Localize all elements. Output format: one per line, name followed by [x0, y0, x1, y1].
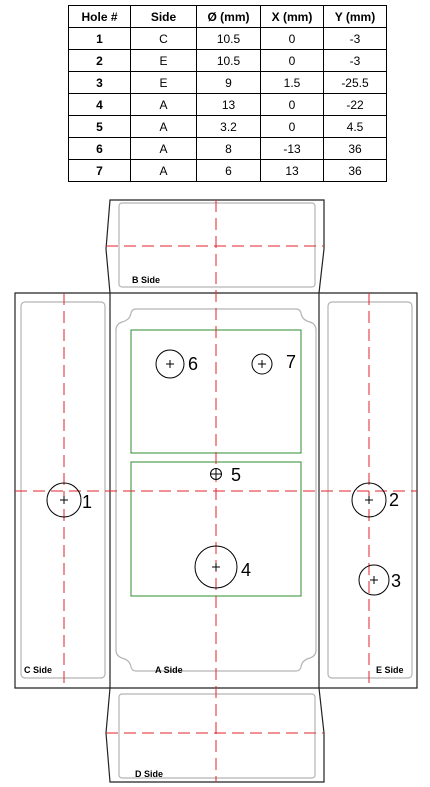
hole-5-circle [210, 468, 222, 480]
d-side-label: D Side [135, 769, 163, 779]
hole-3-circle [358, 564, 390, 596]
hole-4-circle [194, 545, 238, 589]
a-side-label: A Side [155, 665, 183, 675]
enclosure-outline [14, 199, 418, 783]
hole-7-circle [251, 353, 273, 375]
cell-diameter: 3.2 [196, 115, 261, 138]
hole-6-label: 6 [188, 354, 198, 374]
b-side-inner-outline [118, 202, 316, 288]
hole-1-circle [46, 482, 82, 518]
a-side-inner-outline [115, 308, 317, 672]
table-row: 6 A 8 -13 36 [68, 137, 387, 160]
table-header-row: Hole # Side Ø (mm) X (mm) Y (mm) [68, 5, 387, 28]
header-y: Y (mm) [323, 5, 387, 28]
hole-2-circle [351, 482, 387, 518]
hole-7-label: 7 [286, 352, 296, 372]
d-side-inner-outline [118, 693, 316, 779]
hole-2-label: 2 [389, 490, 399, 510]
hole-6-circle [155, 349, 185, 379]
e-side-label: E Side [376, 665, 404, 675]
hole-1: 1 [46, 482, 92, 518]
crosshair-icon [212, 563, 220, 571]
hole-5: 5 [210, 465, 241, 485]
hole-3-label: 3 [391, 571, 401, 591]
table-row: 5 A 3.2 0 4.5 [68, 115, 387, 138]
hole-2: 2 [351, 482, 399, 518]
hole-1-label: 1 [82, 492, 92, 512]
crosshair-icon [60, 496, 68, 504]
crosshair-icon [258, 360, 266, 368]
hole-4: 4 [194, 545, 251, 589]
hole-4-label: 4 [241, 560, 251, 580]
hole-6: 6 [155, 349, 198, 379]
table-row: 2 E 10.5 0 -3 [68, 49, 387, 72]
hole-table: Hole # Side Ø (mm) X (mm) Y (mm) 1 C 10.… [68, 5, 387, 182]
cell-y: 36 [323, 159, 387, 182]
c-side-label: C Side [24, 665, 52, 675]
b-side-label: B Side [132, 275, 160, 285]
table-row: 7 A 6 13 36 [68, 159, 387, 182]
crosshair-icon [365, 496, 373, 504]
cell-y: -25.5 [323, 71, 387, 94]
crosshair-icon [211, 469, 221, 479]
cell-y: -22 [323, 93, 387, 116]
hole-7: 7 [251, 352, 296, 375]
hole-5-label: 5 [231, 465, 241, 485]
hole-3: 3 [358, 564, 401, 596]
c-side-inner-outline [20, 301, 106, 679]
crosshair-icon [166, 360, 174, 368]
crosshair-icon [370, 576, 378, 584]
table-row: 4 A 13 0 -22 [68, 93, 387, 116]
cell-diameter: 10.5 [196, 49, 261, 72]
e-side-inner-outline [327, 301, 413, 679]
cell-hole-number: 7 [68, 159, 131, 182]
